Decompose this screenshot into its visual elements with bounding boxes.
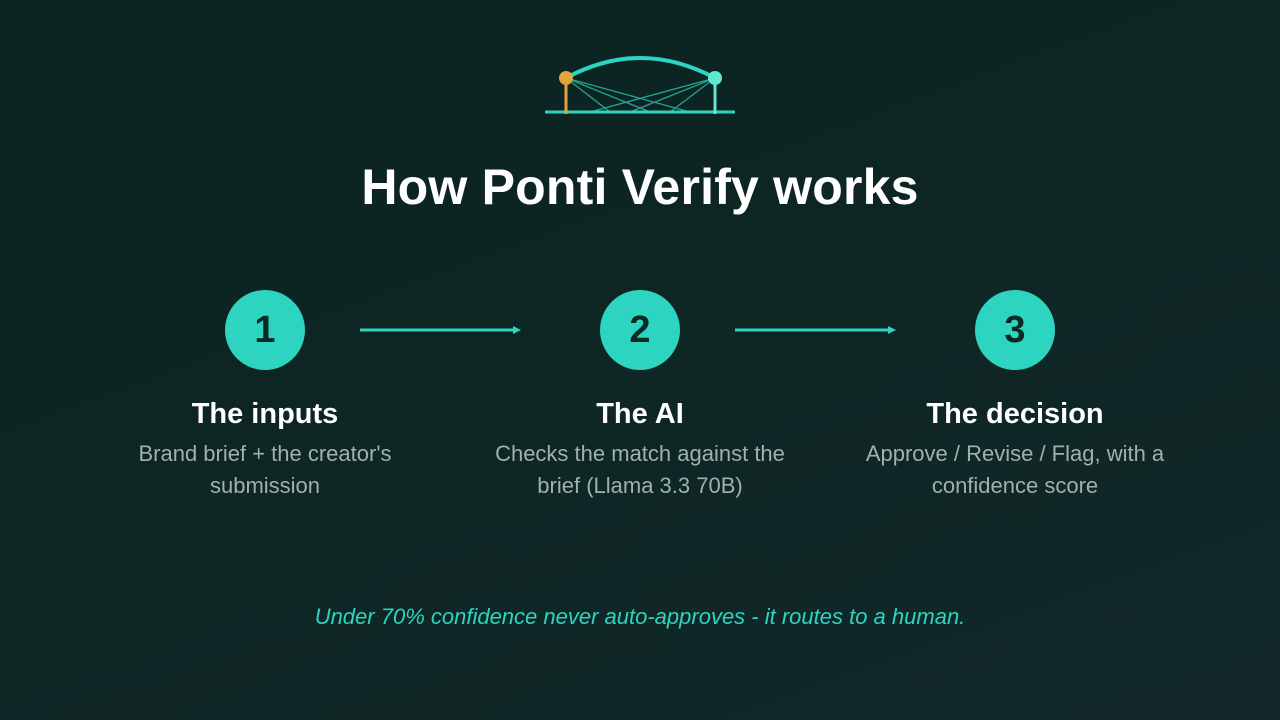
arrow-right-icon [735, 326, 896, 334]
step-title: The AI [596, 398, 684, 430]
step-description: Approve / Revise / Flag, with a confiden… [865, 441, 1165, 498]
arrow-right-icon [360, 326, 521, 334]
step-number-badge: 1 [225, 290, 305, 370]
step-title: The inputs [191, 398, 339, 430]
step-number-badge: 2 [600, 290, 680, 370]
slide-title: How Ponti Verify works [361, 159, 919, 215]
bridge-logo-icon [545, 56, 735, 114]
confidence-note: Under 70% confidence never auto-approves… [314, 604, 966, 629]
step-inputs: 1 The inputs Brand brief + the creator's… [85, 290, 445, 502]
step-title: The decision [926, 398, 1104, 430]
step-number-badge: 3 [975, 290, 1055, 370]
step-description: Brand brief + the creator's submission [138, 441, 392, 498]
step-decision: 3 The decision Approve / Revise / Flag, … [835, 290, 1195, 502]
step-ai: 2 The AI Checks the match against the br… [460, 290, 820, 502]
step-description: Checks the match against the brief (Llam… [495, 441, 785, 498]
